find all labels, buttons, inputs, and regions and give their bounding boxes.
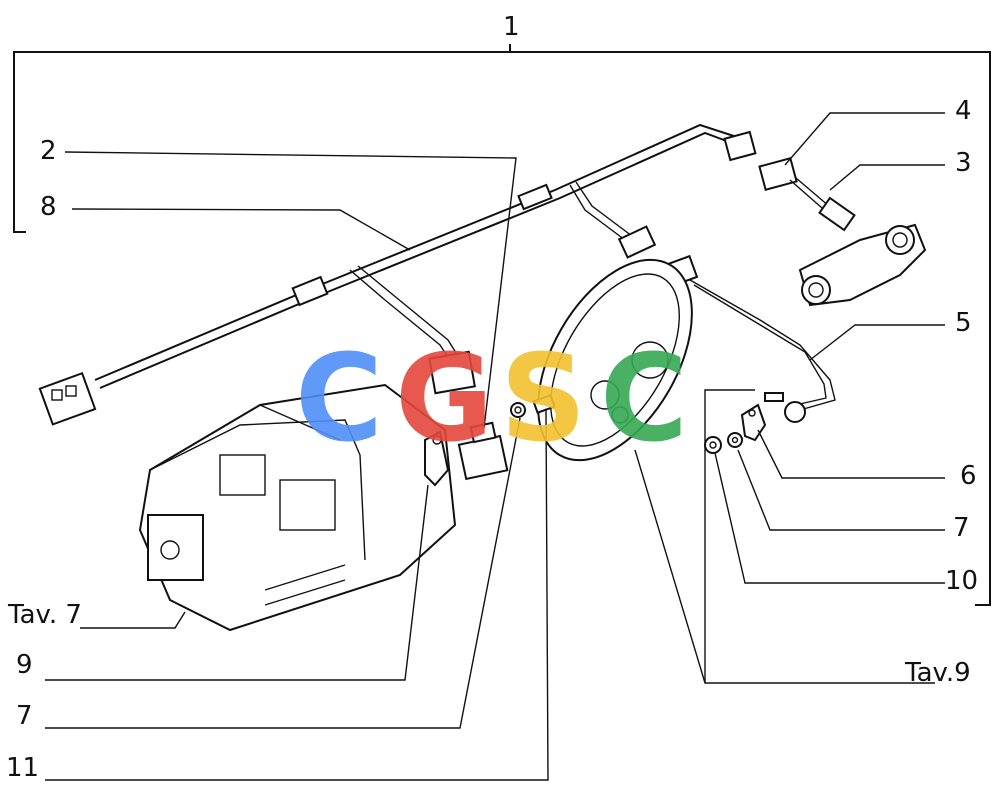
callout-5: 5 bbox=[955, 308, 972, 338]
electric-motor bbox=[138, 383, 457, 632]
connector-pair bbox=[758, 157, 856, 232]
leader-lines bbox=[45, 112, 945, 781]
watermark-letter-c2: C bbox=[600, 330, 688, 469]
callout-8: 8 bbox=[40, 192, 57, 222]
callout-6: 6 bbox=[960, 461, 977, 491]
sensor-cable bbox=[663, 254, 836, 423]
watermark-letter-s: S bbox=[500, 330, 586, 469]
callout-11: 11 bbox=[6, 753, 40, 783]
mounting-plate bbox=[537, 258, 693, 462]
callout-2: 2 bbox=[40, 136, 57, 166]
callout-tav7: Tav. 7 bbox=[8, 600, 82, 630]
watermark-letter-g: G bbox=[395, 330, 494, 469]
callout-9: 9 bbox=[16, 650, 33, 680]
wiring-harness bbox=[38, 123, 757, 426]
callout-7-left: 7 bbox=[16, 701, 33, 731]
watermark-letter-c1: C bbox=[295, 330, 383, 469]
callout-1: 1 bbox=[503, 12, 520, 42]
callout-7-right: 7 bbox=[953, 513, 970, 543]
watermark: C G S C bbox=[295, 330, 688, 469]
assembly-bracket bbox=[13, 44, 991, 606]
callout-10: 10 bbox=[945, 566, 979, 596]
callout-tav9: Tav.9 bbox=[905, 658, 971, 688]
callout-3: 3 bbox=[955, 148, 972, 178]
valve-body bbox=[798, 223, 927, 307]
callout-4: 4 bbox=[955, 96, 972, 126]
relay bbox=[457, 421, 509, 481]
